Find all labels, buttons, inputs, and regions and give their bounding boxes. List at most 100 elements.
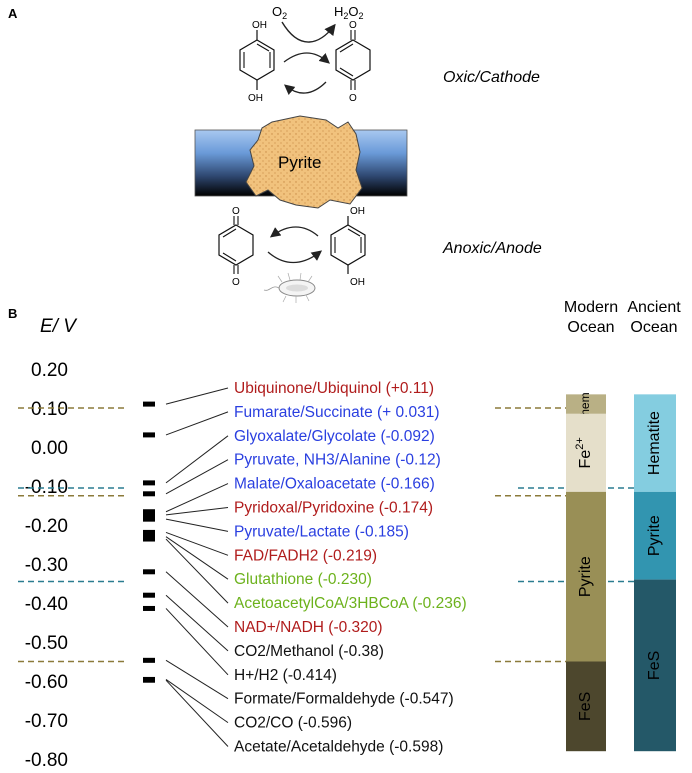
hydroquinone-top: OH OH xyxy=(239,20,275,104)
modern-ocean-segment xyxy=(566,394,606,414)
modern-ocean-segment-label: FeS xyxy=(577,692,594,721)
couple-label: Malate/Oxaloacetate (-0.166) xyxy=(234,476,435,493)
couple-connector xyxy=(165,435,229,484)
couple-mark xyxy=(143,401,155,407)
cycle-arrow-bottom-forward xyxy=(267,250,323,264)
panel-a-label: A xyxy=(8,6,18,21)
ancient-ocean-segment xyxy=(634,491,676,580)
couple-label: FAD/FADH2 (-0.219) xyxy=(234,547,377,564)
ancient-ocean-header-1: Ancient xyxy=(627,299,681,316)
panel-a: A O2 H2O2 OH OH O O xyxy=(8,4,542,303)
oh-label-b-bottom: OH xyxy=(350,277,365,288)
couple-mark xyxy=(143,536,155,542)
couple-connector xyxy=(165,594,229,652)
o-label-b-top: O xyxy=(232,206,240,217)
hydroquinone-bottom: OH OH xyxy=(330,206,366,288)
couple-mark xyxy=(143,677,155,683)
couple-label: AcetoacetylCoA/3HBCoA (-0.236) xyxy=(234,595,467,612)
couple-mark xyxy=(143,491,155,497)
couple-label: Fumarate/Succinate (+ 0.031) xyxy=(234,404,439,421)
y-tick-label: -0.10 xyxy=(25,477,68,498)
y-tick-label: -0.50 xyxy=(25,633,68,654)
couple-label: CO2/CO (-0.596) xyxy=(234,715,352,732)
y-tick-labels: 0.200.100.00-0.10-0.20-0.30-0.40-0.50-0.… xyxy=(25,360,68,771)
o2-to-h2o2-arrow xyxy=(281,21,336,43)
couple-label: CO2/Methanol (-0.38) xyxy=(234,643,384,660)
o-label-b-bottom: O xyxy=(232,277,240,288)
oh-label-b-top: OH xyxy=(350,206,365,217)
oxic-cathode-label: Oxic/Cathode xyxy=(443,69,540,86)
modern-ocean-header-2: Ocean xyxy=(567,319,614,336)
couple-connector xyxy=(165,531,229,556)
couple-label: NAD+/NADH (-0.320) xyxy=(234,619,383,636)
couple-connector xyxy=(165,659,229,700)
o-label-bottom: O xyxy=(349,93,357,104)
ancient-ocean-segment xyxy=(634,579,676,752)
couple-connector xyxy=(165,483,229,513)
o2-label: O2 xyxy=(272,4,287,21)
couple-marks: Ubiquinone/Ubiquinol (+0.11) Fumarate/Suc… xyxy=(143,380,467,756)
modern-ocean-segment xyxy=(566,491,606,662)
couple-connector xyxy=(165,507,229,516)
y-tick-label: -0.70 xyxy=(25,711,68,732)
couple-connector xyxy=(165,459,229,495)
anoxic-anode-label: Anoxic/Anode xyxy=(442,240,542,257)
couple-connector xyxy=(165,387,229,405)
ancient-ocean-segment-label: Pyrite xyxy=(646,515,663,556)
couple-connector xyxy=(165,679,229,747)
benzoquinone-bottom: O O xyxy=(218,206,254,288)
couple-connector xyxy=(165,538,229,604)
couple-label: Ubiquinone/Ubiquinol (+0.11) xyxy=(234,380,434,397)
couple-mark xyxy=(143,480,155,486)
oh-label-top: OH xyxy=(252,20,267,31)
modern-ocean-segment-label: hem xyxy=(578,392,592,415)
couple-mark xyxy=(143,516,155,522)
couple-label: Pyruvate/Lactate (-0.185) xyxy=(234,523,409,540)
y-tick-label: -0.20 xyxy=(25,516,68,537)
couple-label: Formate/Formaldehyde (-0.547) xyxy=(234,691,454,708)
cycle-arrow-top-forward xyxy=(283,52,330,64)
modern-ocean-segment-label: Pyrite xyxy=(577,556,594,597)
y-tick-label: -0.40 xyxy=(25,594,68,615)
ancient-ocean-segment-label: FeS xyxy=(646,651,663,680)
o-label-top: O xyxy=(349,20,357,31)
couple-connector xyxy=(165,571,229,628)
y-tick-label: 0.20 xyxy=(31,360,68,381)
couple-connector xyxy=(165,608,229,676)
y-tick-label: -0.30 xyxy=(25,555,68,576)
modern-ocean-header-1: Modern xyxy=(564,299,618,316)
couple-mark xyxy=(143,432,155,438)
couple-mark xyxy=(143,512,155,518)
couple-label: Pyridoxal/Pyridoxine (-0.174) xyxy=(234,500,433,517)
y-tick-label: 0.10 xyxy=(31,399,68,420)
cycle-arrow-top-back xyxy=(284,81,327,95)
panel-b: B E/ V 0.200.100.00-0.10-0.20-0.30-0.40-… xyxy=(8,299,681,771)
couple-connector xyxy=(165,679,229,724)
couple-label: Glutathione (-0.230) xyxy=(234,571,372,588)
y-tick-label: -0.60 xyxy=(25,672,68,693)
couple-mark xyxy=(143,657,155,663)
axis-title: E/ V xyxy=(40,316,78,337)
ancient-ocean-segment-label: Hematite xyxy=(646,411,663,475)
panel-b-label: B xyxy=(8,306,17,321)
ancient-ocean-header-2: Ocean xyxy=(630,319,677,336)
couple-mark xyxy=(143,569,155,575)
couple-connector xyxy=(165,411,229,436)
couple-mark xyxy=(143,529,155,535)
benzoquinone-top: O O xyxy=(335,20,371,104)
couple-label: Pyruvate, NH3/Alanine (-0.12) xyxy=(234,452,441,469)
modern-ocean-segment xyxy=(566,413,606,492)
couple-label: Glyoxalate/Glycolate (-0.092) xyxy=(234,428,435,445)
couple-mark xyxy=(143,592,155,598)
couple-connector xyxy=(165,536,229,580)
couple-connector xyxy=(165,518,229,532)
boundary-lines xyxy=(18,407,634,663)
microbe-icon xyxy=(263,272,316,303)
ancient-ocean-segment xyxy=(634,394,676,492)
h2o2-label: H2O2 xyxy=(334,4,364,21)
pyrite-grain xyxy=(245,115,363,209)
cycle-arrow-bottom-back xyxy=(269,226,319,238)
couple-mark xyxy=(143,605,155,611)
